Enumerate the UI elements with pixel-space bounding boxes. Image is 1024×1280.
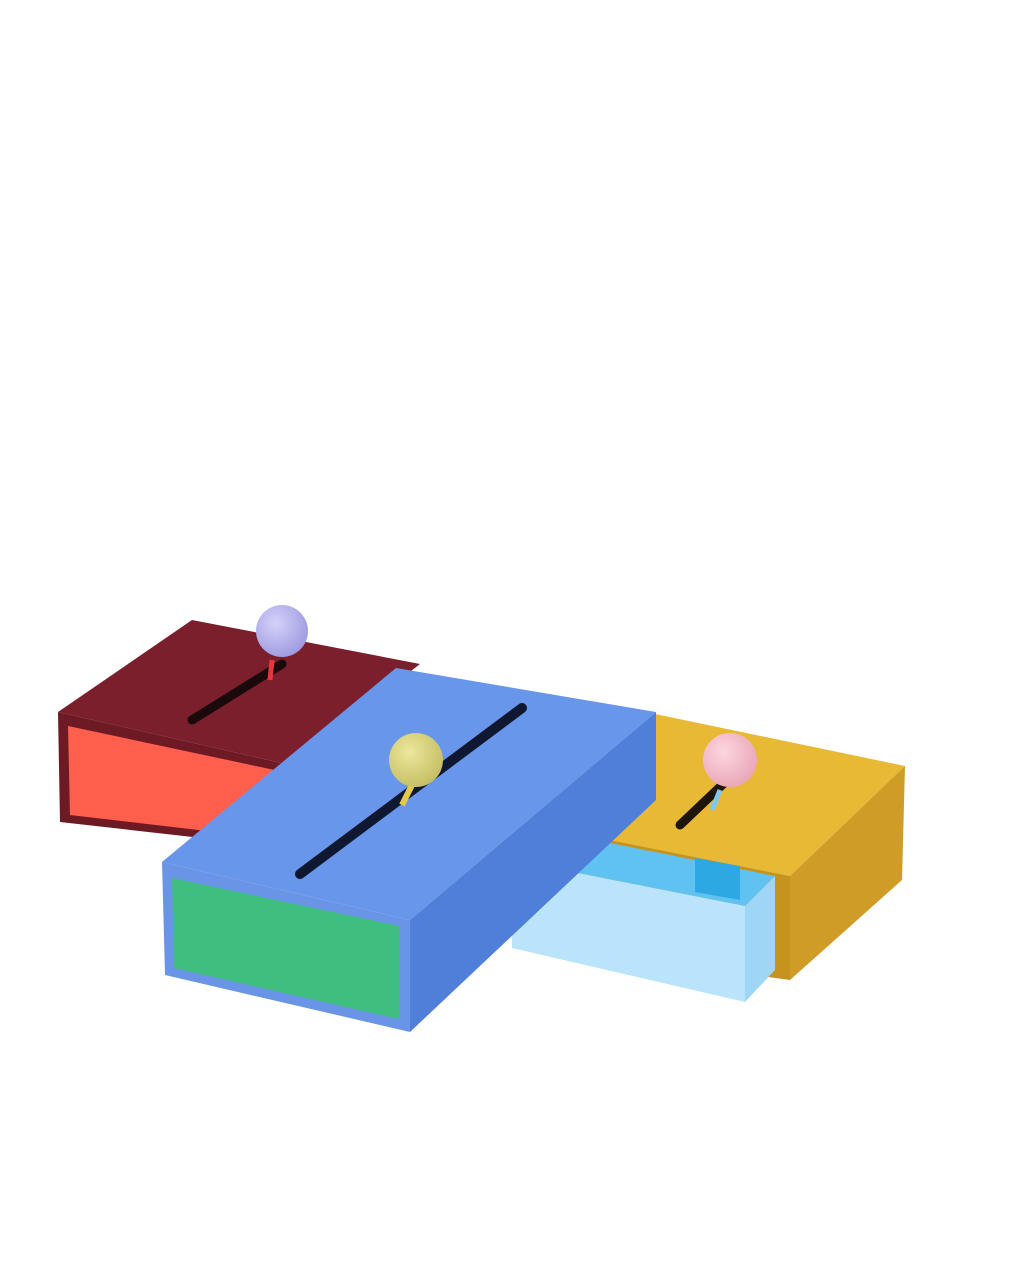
yellow-box-knob-stem (709, 789, 723, 811)
drawer-divider (695, 858, 740, 900)
blue-box-knob-stem (399, 783, 415, 807)
drawer-front (512, 860, 745, 1002)
blue-box (162, 668, 656, 1032)
blue-box-drawer (172, 878, 399, 1019)
red-box-knob-stem (267, 659, 275, 681)
yellow-box-side (790, 766, 905, 980)
red-box-slot (187, 659, 287, 725)
yellow-knob (389, 733, 443, 787)
lavender-knob (256, 605, 308, 657)
pink-knob (703, 733, 757, 787)
drawer-side (745, 876, 775, 1002)
blue-box-side (410, 712, 656, 1032)
